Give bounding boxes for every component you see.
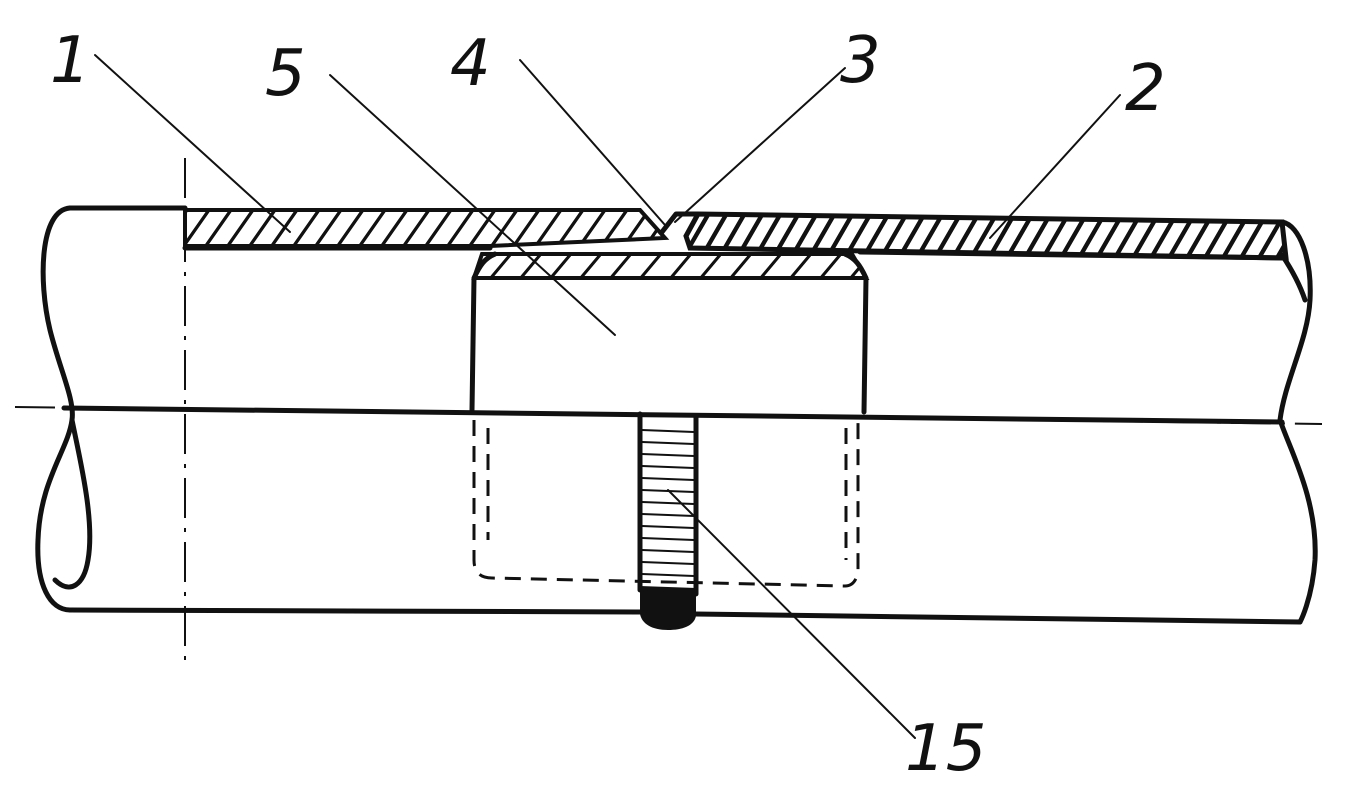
leader-line-15: [667, 489, 916, 739]
label-part-4: 4: [450, 27, 491, 101]
thread-line: [641, 561, 695, 565]
threaded-pin-head: [640, 586, 696, 630]
thread-line: [641, 501, 695, 505]
liner-left-section: [183, 208, 670, 248]
thread-line: [641, 525, 695, 529]
thread-line: [641, 573, 695, 577]
insert-hidden-outline: [472, 420, 860, 588]
thread-line: [641, 549, 695, 553]
thread-line: [641, 537, 695, 541]
liner-left: [183, 208, 670, 248]
thread-line: [641, 513, 695, 517]
leader-line-4: [519, 59, 666, 226]
pipe-bottom-edge: [67, 607, 1303, 625]
label-part-1: 1: [50, 24, 91, 98]
label-part-2: 2: [1125, 52, 1166, 126]
joint-gap: [659, 211, 701, 235]
leader-lines: [94, 54, 1121, 739]
thread-line: [641, 465, 695, 469]
leader-line-3: [674, 67, 846, 223]
threaded-pin: [637, 411, 699, 630]
part-labels: 1 5 4 3 2 15: [50, 24, 1166, 786]
bore-line: [182, 245, 1288, 261]
thread-line: [641, 441, 695, 445]
leader-line-1: [94, 54, 291, 233]
insert-sleeve-cap: [471, 252, 870, 280]
thread-line: [641, 429, 695, 433]
insert-sleeve: [469, 251, 870, 415]
thread-line: [641, 477, 695, 481]
pipe-right-end-inner: [1279, 252, 1308, 303]
leader-line-2: [989, 94, 1121, 239]
thread-line: [641, 453, 695, 457]
label-part-5: 5: [265, 37, 306, 111]
pipe-left-break-inner: [52, 417, 93, 590]
pipe-mid-line: [61, 405, 1285, 425]
label-part-15: 15: [905, 712, 986, 786]
threaded-pin-threads: [641, 429, 695, 577]
leader-line-5: [329, 74, 616, 336]
label-part-3: 3: [840, 24, 881, 98]
threaded-pin-outline: [637, 411, 699, 597]
insert-sleeve-body: [469, 251, 869, 415]
insert-hidden-half: [472, 420, 860, 588]
